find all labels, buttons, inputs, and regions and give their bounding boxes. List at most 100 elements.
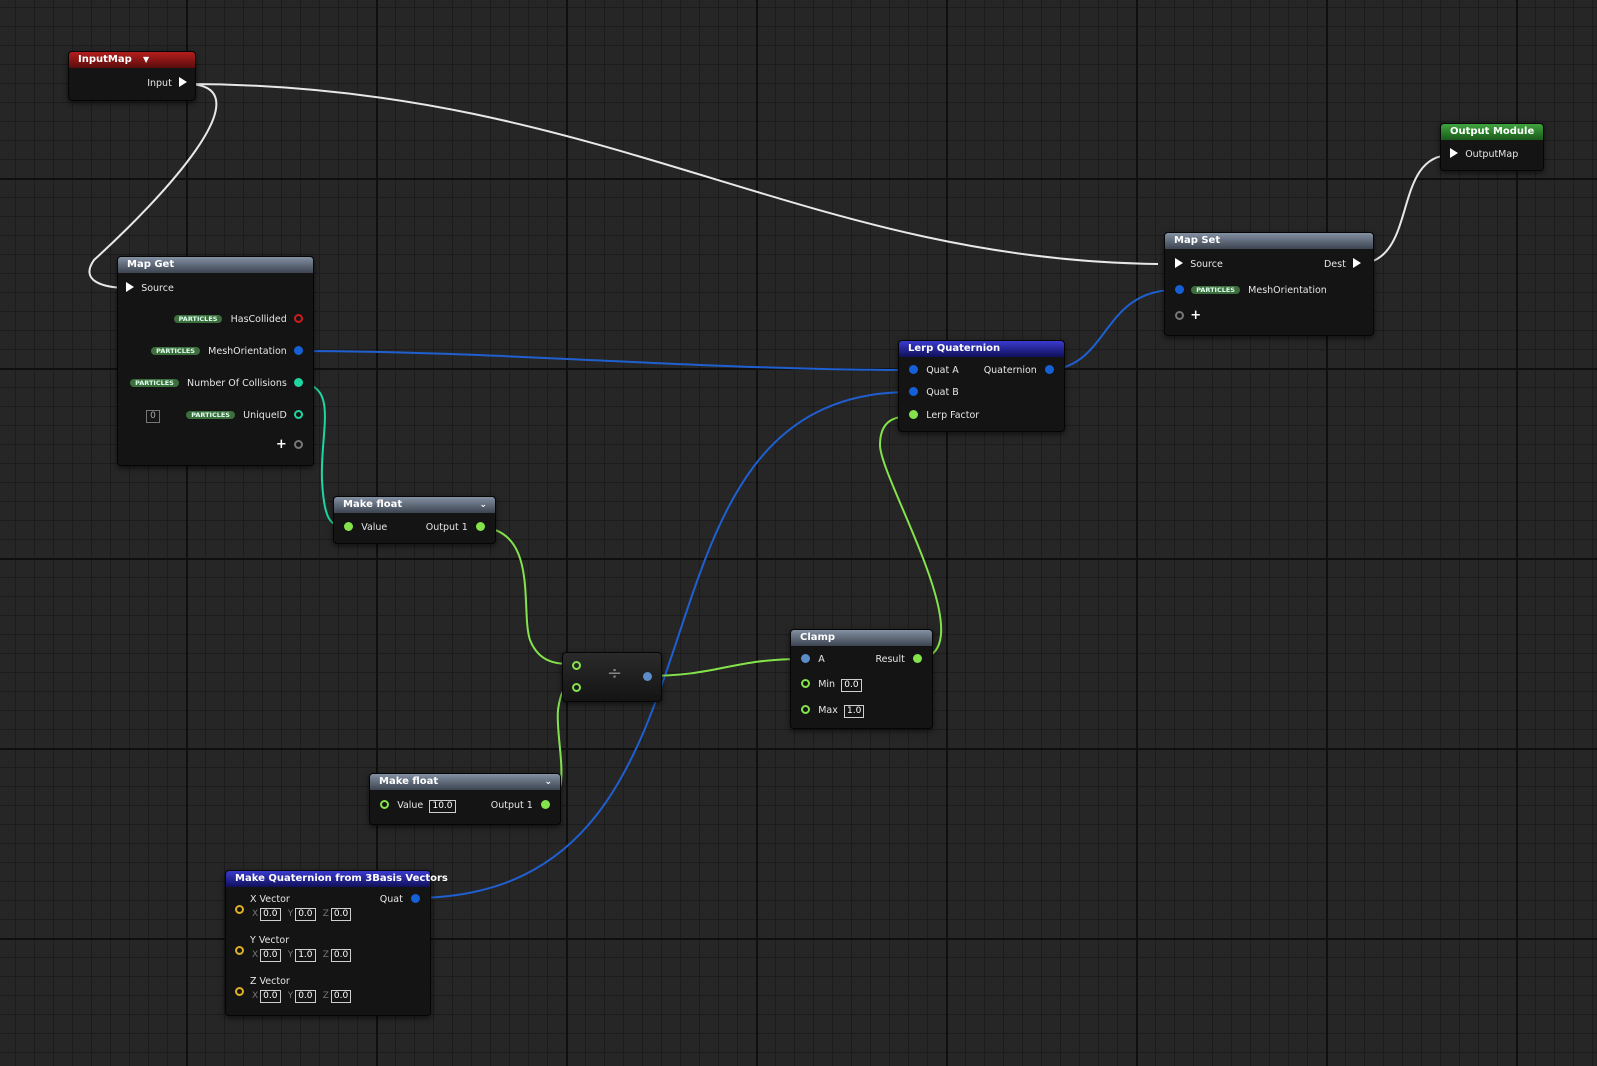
axis-z-label: Z [322,950,329,960]
y-vector-label: Y Vector [250,935,290,946]
clamp-a-label: A [818,654,825,665]
clamp-a-pin-icon[interactable] [801,654,810,663]
map-get-node[interactable]: Map Get Source PARTICLES HasCollided PAR… [117,256,314,466]
output-module-header[interactable]: Output Module [1441,124,1543,140]
quat-b-label: Quat B [926,387,959,398]
z-vector-z-field[interactable]: 0.0 [330,990,352,1003]
make-float-header[interactable]: Make float ⌄ [370,774,560,790]
lerp-quaternion-header[interactable]: Lerp Quaternion [899,341,1064,357]
make-float-value-pin-icon[interactable] [344,522,353,531]
clamp-max-field[interactable]: 1.0 [844,705,865,718]
lerp-quaternion-node[interactable]: Lerp Quaternion Quat A Quaternion Quat B… [898,340,1065,432]
input-map-title: InputMap [78,54,132,65]
y-vector-z-field[interactable]: 0.0 [330,949,352,962]
clamp-min-field[interactable]: 0.0 [841,679,862,692]
mesh-orientation-pin-icon[interactable] [294,346,303,355]
lerp-factor-pin-icon[interactable] [909,410,918,419]
quat-output-pin-icon[interactable] [411,894,420,903]
input-pin-label: Input [147,78,172,89]
map-set-orientation-pin-icon[interactable] [1175,285,1184,294]
axis-z-label: Z [322,991,329,1001]
chevron-down-icon[interactable]: ⌄ [479,500,487,510]
mesh-orientation-label: MeshOrientation [208,346,287,357]
clamp-result-pin-icon[interactable] [913,654,922,663]
divide-symbol: ÷ [607,663,623,684]
clamp-header[interactable]: Clamp [791,630,932,646]
output-map-label: OutputMap [1465,149,1519,160]
wire-orientation-to-quat-a [296,350,911,371]
wire-clamp-to-lerp-factor [878,415,942,660]
number-of-collisions-pin-icon[interactable] [294,378,303,387]
clamp-result-label: Result [875,654,905,665]
map-set-dest-exec-pin-icon[interactable] [1353,258,1361,268]
axis-x-label: X [252,909,259,919]
map-set-header[interactable]: Map Set [1165,233,1373,249]
dropdown-arrow-icon[interactable]: ▼ [143,55,150,64]
x-vector-z-field[interactable]: 0.0 [330,908,352,921]
y-vector-pin-icon[interactable] [235,946,244,955]
make-float-title: Make float [343,499,403,510]
x-vector-pin-icon[interactable] [235,905,244,914]
z-vector-y-field[interactable]: 0.0 [295,990,316,1003]
make-quaternion-title: Make Quaternion from 3Basis Vectors [235,873,448,884]
y-vector-y-field[interactable]: 1.0 [295,949,316,962]
unique-id-pin-icon[interactable] [294,410,303,419]
axis-y-label: Y [287,950,294,960]
input-map-node[interactable]: InputMap ▼ Input [68,51,196,101]
divide-output-pin-icon[interactable] [643,672,652,681]
clamp-max-pin-icon[interactable] [801,705,810,714]
map-set-source-label: Source [1190,259,1223,270]
map-set-source-exec-pin-icon[interactable] [1175,258,1183,268]
divide-node[interactable]: ÷ [562,652,662,702]
make-float-node[interactable]: Make float ⌄ Value 10.0 Output 1 [369,773,561,825]
input-map-header[interactable]: InputMap ▼ [69,52,195,68]
map-get-header[interactable]: Map Get [118,257,313,273]
x-vector-x-field[interactable]: 0.0 [260,908,281,921]
number-of-collisions-label: Number Of Collisions [187,378,287,389]
make-quaternion-node[interactable]: Make Quaternion from 3Basis Vectors Quat… [225,870,448,1016]
map-set-add-pin-icon[interactable] [1175,311,1184,320]
make-float-value-label: Value [397,800,424,811]
has-collided-pin-icon[interactable] [294,314,303,323]
make-float-output-pin-icon[interactable] [541,800,550,809]
divide-a-pin-icon[interactable] [572,661,581,670]
lerp-quaternion-title: Lerp Quaternion [908,343,1001,354]
quat-a-pin-icon[interactable] [909,365,918,374]
add-pin-plus-icon[interactable]: + [275,437,287,452]
map-get-source-exec-pin-icon[interactable] [126,282,134,292]
axis-y-label: Y [287,991,294,1001]
z-vector-pin-icon[interactable] [235,987,244,996]
quaternion-output-pin-icon[interactable] [1045,365,1054,374]
make-float-header[interactable]: Make float ⌄ [334,497,495,513]
output-module-node[interactable]: Output Module OutputMap [1440,123,1544,171]
x-vector-y-field[interactable]: 0.0 [295,908,316,921]
clamp-min-pin-icon[interactable] [801,679,810,688]
add-pin-plus-icon[interactable]: + [1190,308,1202,323]
quat-b-pin-icon[interactable] [909,387,918,396]
divide-b-pin-icon[interactable] [572,683,581,692]
make-float-title: Make float [379,776,439,787]
output-map-exec-pin-icon[interactable] [1450,148,1458,158]
quat-a-label: Quat A [926,365,959,376]
input-exec-pin-icon[interactable] [179,77,187,87]
z-vector-x-field[interactable]: 0.0 [260,990,281,1003]
make-float-output-label: Output 1 [425,522,468,533]
unique-id-index-field[interactable]: 0 [146,410,160,423]
wire-make-float-to-divide-a [476,526,577,666]
quaternion-output-label: Quaternion [983,365,1037,376]
map-set-mesh-orientation-label: MeshOrientation [1248,285,1327,296]
chevron-down-icon[interactable]: ⌄ [544,777,552,787]
axis-x-label: X [252,991,259,1001]
add-pin-icon[interactable] [294,440,303,449]
make-float-value-pin-icon[interactable] [380,800,389,809]
make-quaternion-header[interactable]: Make Quaternion from 3Basis Vectors [226,871,448,887]
y-vector-x-field[interactable]: 0.0 [260,949,281,962]
map-get-source-label: Source [141,283,174,294]
make-float-output-pin-icon[interactable] [476,522,485,531]
make-float-value-field[interactable]: 10.0 [429,800,456,813]
particles-namespace-pill: PARTICLES [186,411,235,419]
make-float-node[interactable]: Make float ⌄ Value Output 1 [333,496,496,544]
clamp-node[interactable]: Clamp A Result Min 0.0 Max 1.0 [790,629,933,729]
map-set-node[interactable]: Map Set Source Dest PARTICLES MeshOrient… [1164,232,1374,336]
x-vector-label: X Vector [250,894,290,905]
